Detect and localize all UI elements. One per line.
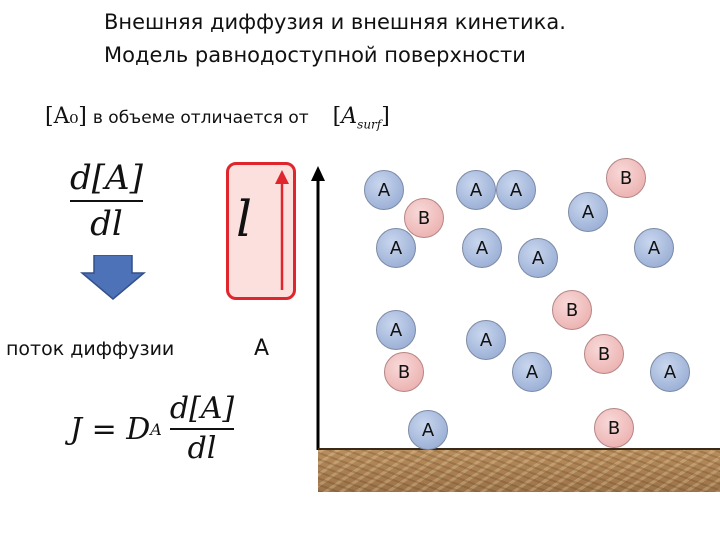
flux-subscript: A xyxy=(150,419,162,439)
statement: [A₀] в объеме отличается от [Asurf] xyxy=(45,104,390,131)
particle-a: A xyxy=(376,310,416,350)
flow-species: A xyxy=(254,336,270,361)
particle-a: A xyxy=(364,170,404,210)
a0-concentration: [A₀] xyxy=(45,104,87,129)
flux-lhs: J = D xyxy=(70,411,151,447)
asurf-base: A xyxy=(341,104,358,129)
down-arrow-icon xyxy=(80,255,146,300)
gradient-formula: d[A] dl xyxy=(70,158,143,244)
particle-a: A xyxy=(496,170,536,210)
particle-a: A xyxy=(408,410,448,450)
asurf-concentration: [Asurf] xyxy=(332,104,390,132)
red-up-arrow-icon xyxy=(275,170,289,290)
gradient-numerator: d[A] xyxy=(70,158,143,198)
statement-text: в объеме отличается от xyxy=(92,108,309,128)
particle-a: A xyxy=(518,238,558,278)
particle-a: A xyxy=(634,228,674,268)
solid-surface xyxy=(318,448,720,492)
particle-b: B xyxy=(404,198,444,238)
flux-denominator: dl xyxy=(187,431,217,466)
particle-a: A xyxy=(376,228,416,268)
particle-b: B xyxy=(584,334,624,374)
flux-numerator: d[A] xyxy=(169,391,235,426)
asurf-subscript: surf xyxy=(357,117,382,132)
title-line-1: Внешняя диффузия и внешняя кинетика. xyxy=(104,10,566,34)
particle-a: A xyxy=(650,352,690,392)
flux-fraction-bar xyxy=(169,428,235,430)
particle-b: B xyxy=(606,158,646,198)
length-label: l xyxy=(236,190,252,248)
particle-a: A xyxy=(462,228,502,268)
particle-b: B xyxy=(552,290,592,330)
diffusion-layer-box xyxy=(226,162,296,300)
particle-b: B xyxy=(594,408,634,448)
particle-a: A xyxy=(456,170,496,210)
slide-title: Внешняя диффузия и внешняя кинетика. Мод… xyxy=(104,6,566,72)
particle-a: A xyxy=(512,352,552,392)
fraction-bar xyxy=(70,200,143,202)
particle-a: A xyxy=(568,192,608,232)
gradient-denominator: dl xyxy=(90,204,123,244)
title-line-2: Модель равнодоступной поверхности xyxy=(104,43,526,67)
axis-arrow-icon xyxy=(311,166,325,450)
flow-label: поток диффузии xyxy=(6,338,175,360)
particle-b: B xyxy=(384,352,424,392)
particle-a: A xyxy=(466,320,506,360)
